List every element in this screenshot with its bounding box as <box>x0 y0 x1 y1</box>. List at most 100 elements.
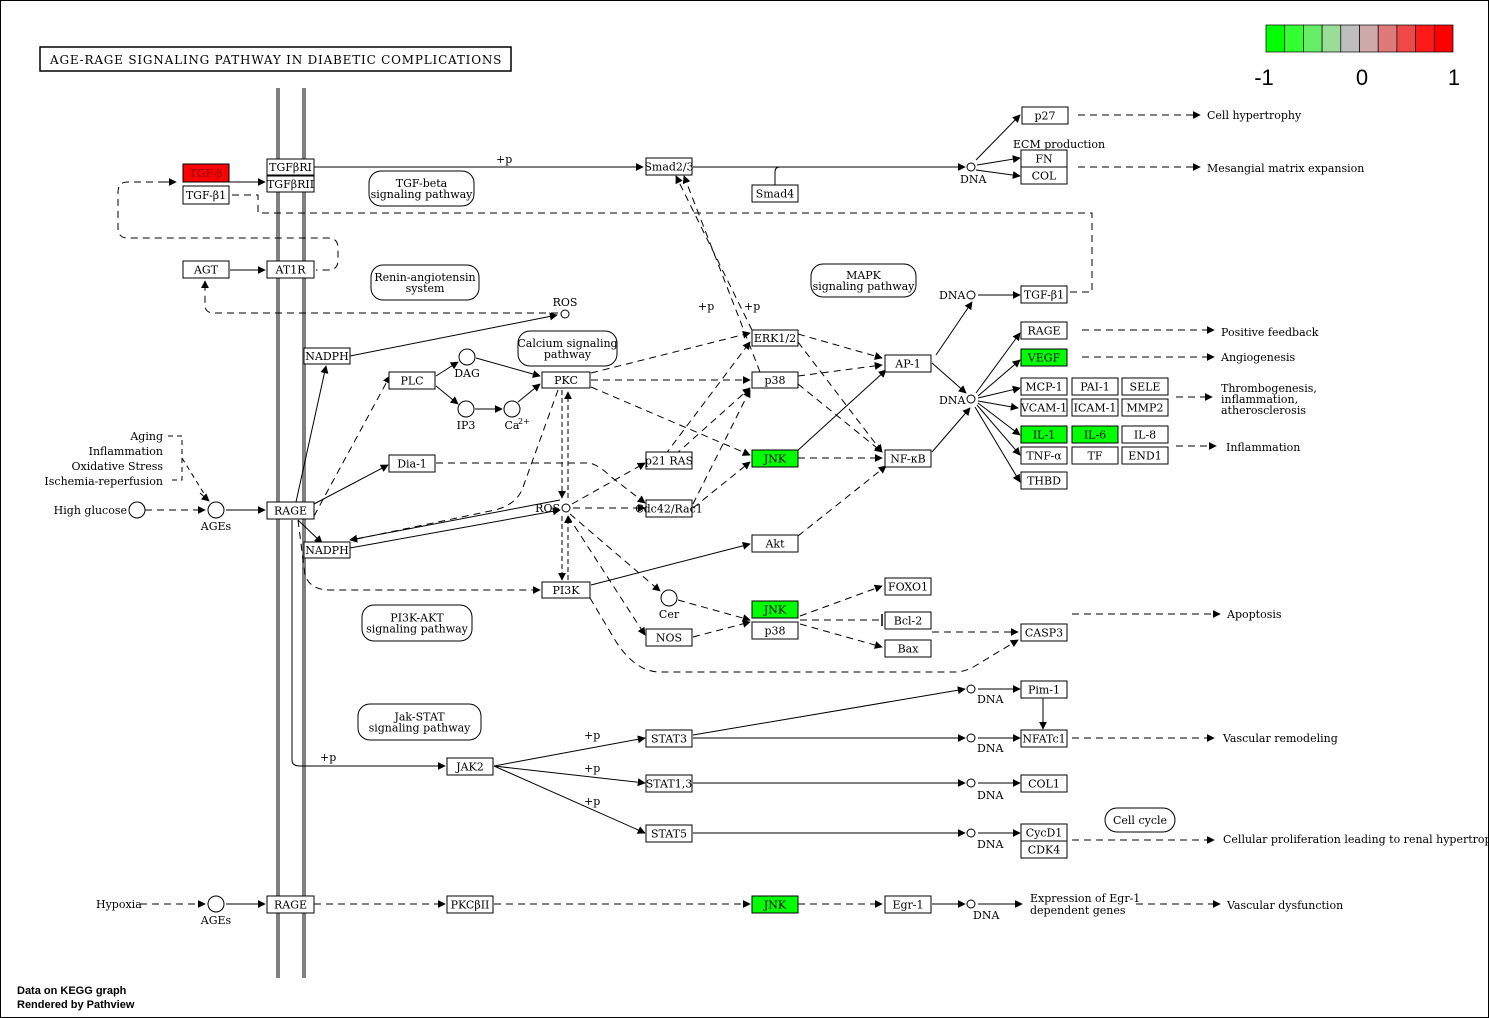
gene-box[interactable] <box>1071 446 1119 465</box>
gene-box[interactable] <box>1121 377 1169 396</box>
gene-node-fn[interactable]: FN <box>1020 149 1068 168</box>
gene-box[interactable] <box>884 449 932 468</box>
gene-node-pim1[interactable]: Pim-1 <box>1020 680 1068 699</box>
compound-circle[interactable] <box>458 348 476 366</box>
pathway-box[interactable] <box>368 170 475 207</box>
gene-box[interactable] <box>1020 840 1068 859</box>
gene-node-akt[interactable]: Akt <box>751 534 799 553</box>
gene-node-pkcb2[interactable]: PKCβII <box>446 895 494 914</box>
gene-box[interactable] <box>751 600 799 619</box>
gene-node-mcp1[interactable]: MCP-1 <box>1020 377 1068 396</box>
gene-box[interactable] <box>1020 680 1068 699</box>
gene-box[interactable] <box>266 175 315 193</box>
gene-node-erk12[interactable]: ERK1/2 <box>751 329 799 347</box>
compound-circle[interactable] <box>207 895 225 913</box>
compound-ros_mid[interactable]: ROS <box>535 502 571 515</box>
gene-node-jnk2[interactable]: JNK <box>751 600 799 619</box>
gene-node-nfatc1[interactable]: NFATc1 <box>1020 729 1068 748</box>
gene-node-stat13[interactable]: STAT1,3 <box>645 774 693 793</box>
gene-box[interactable] <box>541 371 591 389</box>
gene-box[interactable] <box>1020 774 1068 793</box>
gene-box[interactable] <box>1020 729 1068 748</box>
gene-node-cdk4[interactable]: CDK4 <box>1020 840 1068 859</box>
gene-node-jnk1[interactable]: JNK <box>751 449 799 468</box>
gene-node-smad4[interactable]: Smad4 <box>751 184 799 203</box>
gene-box[interactable] <box>1020 623 1068 642</box>
compound-circle[interactable] <box>503 400 521 418</box>
gene-node-il6[interactable]: IL-6 <box>1071 425 1119 444</box>
gene-node-sele[interactable]: SELE <box>1121 377 1169 396</box>
gene-node-rage1[interactable]: RAGE <box>266 501 315 520</box>
gene-node-stat5[interactable]: STAT5 <box>645 824 693 843</box>
gene-box[interactable] <box>388 454 436 473</box>
gene-node-tgfbr1[interactable]: TGFβRI <box>266 158 315 176</box>
gene-box[interactable] <box>645 157 693 176</box>
gene-node-end1[interactable]: END1 <box>1121 446 1169 465</box>
gene-box[interactable] <box>1020 398 1068 417</box>
gene-box[interactable] <box>1020 446 1068 465</box>
gene-node-col_b[interactable]: COL1 <box>1020 774 1068 793</box>
gene-node-tgfb1_b[interactable]: TGF-β1 <box>1020 285 1068 304</box>
gene-node-cdc42[interactable]: Cdc42/Rac1 <box>635 499 703 518</box>
gene-box[interactable] <box>1021 106 1069 125</box>
gene-box[interactable] <box>1071 377 1119 396</box>
gene-node-vegf[interactable]: VEGF <box>1020 348 1068 367</box>
gene-box[interactable] <box>884 895 932 914</box>
gene-box[interactable] <box>645 499 693 518</box>
gene-node-nadph2[interactable]: NADPH <box>303 541 351 559</box>
gene-node-nadph1[interactable]: NADPH <box>303 347 351 365</box>
gene-node-pai1[interactable]: PAI-1 <box>1071 377 1119 396</box>
gene-box[interactable] <box>645 729 693 748</box>
gene-node-bax[interactable]: Bax <box>884 639 932 658</box>
compound-circle[interactable] <box>561 503 571 513</box>
gene-box[interactable] <box>1071 425 1119 444</box>
pathway-link-cellcycle[interactable]: Cell cycle <box>1104 807 1176 833</box>
gene-box[interactable] <box>1020 166 1068 185</box>
gene-box[interactable] <box>1020 471 1068 490</box>
gene-node-tnfa[interactable]: TNF-α <box>1020 446 1068 465</box>
compound-highglucose[interactable]: High glucose <box>54 501 146 519</box>
gene-box[interactable] <box>884 577 932 596</box>
gene-box[interactable] <box>1020 425 1068 444</box>
gene-box[interactable] <box>1020 321 1068 340</box>
gene-node-dia1[interactable]: Dia-1 <box>388 454 436 473</box>
gene-box[interactable] <box>1020 348 1068 367</box>
gene-box[interactable] <box>266 158 315 176</box>
gene-node-vcam1[interactable]: VCAM-1 <box>1020 398 1068 417</box>
compound-dag[interactable]: DAG <box>454 348 480 380</box>
gene-node-plc[interactable]: PLC <box>388 371 436 390</box>
pathway-box[interactable] <box>370 264 480 301</box>
gene-box[interactable] <box>645 774 693 793</box>
compound-ip3[interactable]: IP3 <box>457 400 476 432</box>
compound-ages2[interactable]: AGEs <box>200 895 232 927</box>
pathway-box[interactable] <box>361 604 473 642</box>
gene-node-casp3[interactable]: CASP3 <box>1020 623 1068 642</box>
gene-node-il1[interactable]: IL-1 <box>1020 425 1068 444</box>
compound-circle[interactable] <box>660 589 678 607</box>
gene-box[interactable] <box>645 628 693 647</box>
pathway-box[interactable] <box>1104 807 1176 833</box>
gene-box[interactable] <box>751 329 799 347</box>
gene-node-mmp2[interactable]: MMP2 <box>1121 398 1169 417</box>
gene-box[interactable] <box>1121 425 1169 444</box>
gene-node-icam1[interactable]: ICAM-1 <box>1071 398 1119 417</box>
gene-node-foxo1[interactable]: FOXO1 <box>884 577 932 596</box>
gene-node-bcl2[interactable]: Bcl-2 <box>884 611 932 630</box>
gene-box[interactable] <box>446 757 494 776</box>
gene-box[interactable] <box>884 639 932 658</box>
gene-box[interactable] <box>266 260 315 279</box>
gene-node-pi3k[interactable]: PI3K <box>541 581 591 599</box>
gene-node-rage4[interactable]: RAGE <box>266 895 315 914</box>
gene-node-col_a[interactable]: COL <box>1020 166 1068 185</box>
gene-box[interactable] <box>884 611 932 630</box>
gene-node-at1r[interactable]: AT1R <box>266 260 315 279</box>
gene-node-p21ras[interactable]: p21 RAS <box>645 451 693 470</box>
gene-box[interactable] <box>266 895 315 914</box>
gene-box[interactable] <box>446 895 494 914</box>
gene-box[interactable] <box>1020 377 1068 396</box>
gene-box[interactable] <box>645 451 693 470</box>
gene-node-tf[interactable]: TF <box>1071 446 1119 465</box>
